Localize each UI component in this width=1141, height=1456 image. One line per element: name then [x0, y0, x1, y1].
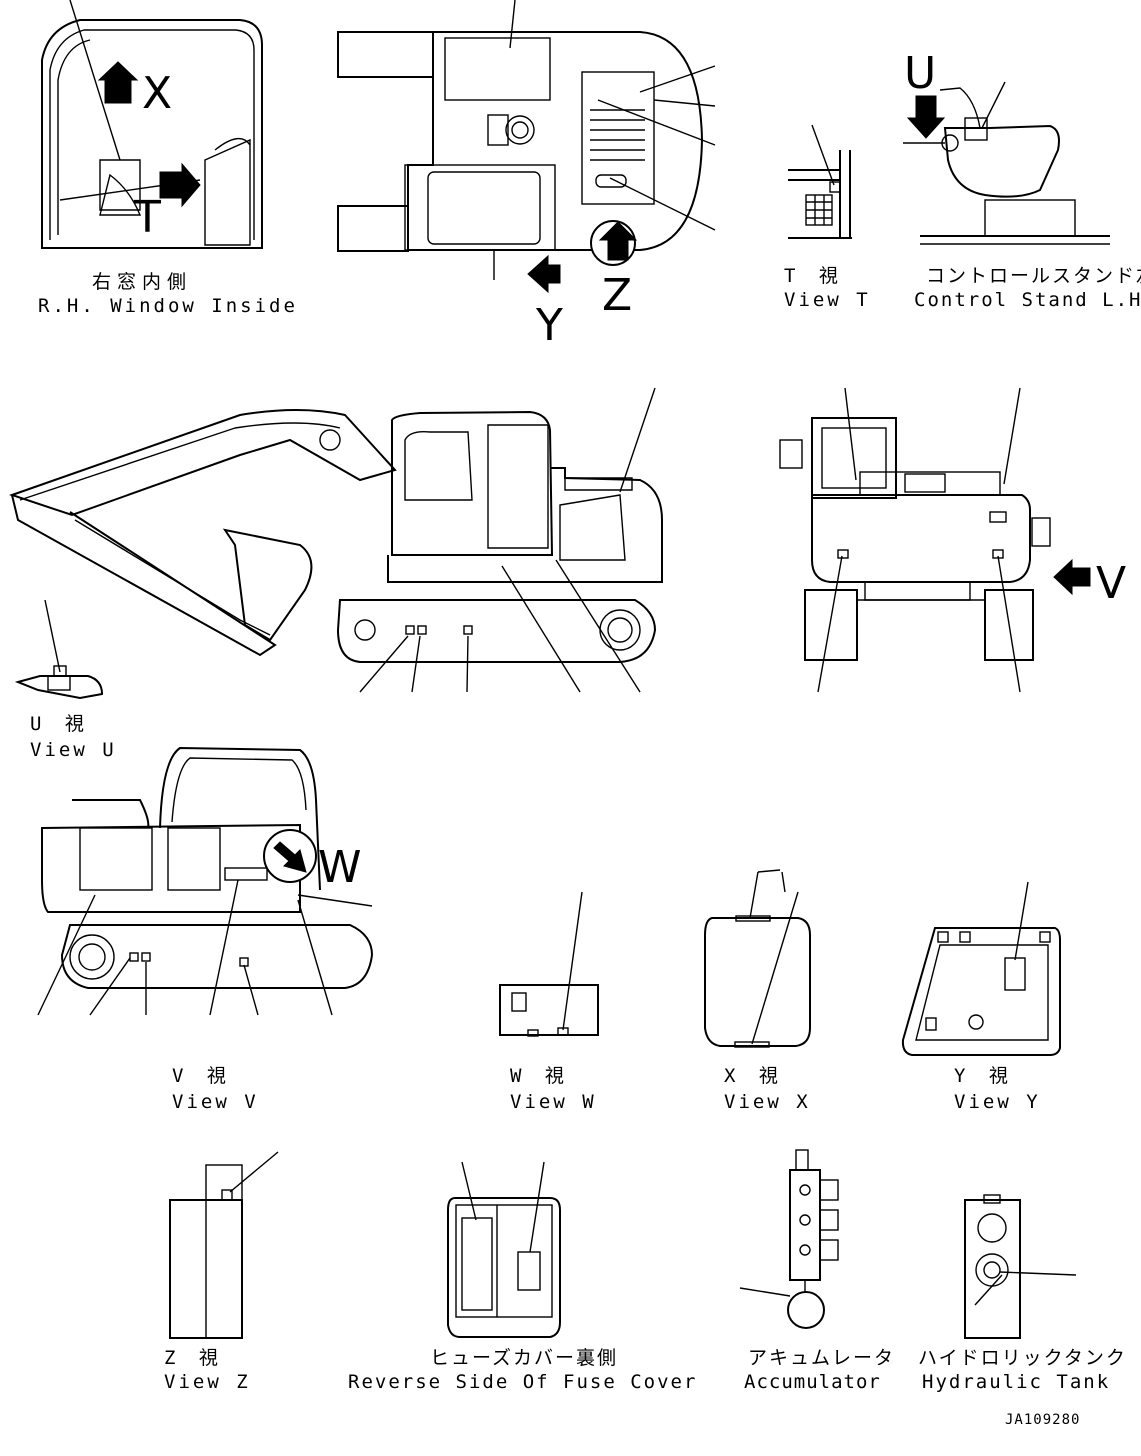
rh-window-en-label: R.H. Window Inside — [38, 295, 298, 317]
control-stand-lh: U コントロールスタンド左 Control Stand L.H. — [903, 48, 1141, 311]
letter-z: Z — [602, 270, 632, 321]
fuse-cover-reverse: ヒューズカバー裏側 Reverse Side Of Fuse Cover — [348, 1161, 697, 1393]
view-y-jp-label: Y 視 — [954, 1065, 1014, 1087]
rh-window-jp-label: 右窓内側 — [92, 271, 192, 293]
view-u-jp-label: U 視 — [30, 713, 90, 735]
letter-t: T — [133, 192, 161, 243]
arrow-x-icon — [97, 61, 139, 104]
view-u-en-label: View U — [30, 739, 117, 761]
letter-w: W — [318, 842, 362, 893]
letter-x: X — [142, 68, 172, 119]
hydraulic-tank: ハイドロリックタンク Hydraulic Tank — [918, 1194, 1127, 1393]
top-plan-view: Y Z — [337, 0, 716, 351]
arrow-w-icon — [273, 841, 307, 873]
arrow-t-icon — [159, 162, 201, 208]
drawing-code: JA109280 — [1005, 1412, 1080, 1428]
excavator-rear-view: V — [779, 387, 1126, 693]
accumulator-en-label: Accumulator — [744, 1371, 881, 1393]
view-v: W V 視 View V — [37, 746, 374, 1113]
letter-u: U — [904, 48, 936, 99]
arrow-y-icon — [527, 254, 561, 294]
view-v-jp-label: V 視 — [172, 1065, 232, 1087]
control-stand-jp-label: コントロールスタンド左 — [926, 265, 1141, 287]
view-w-en-label: View W — [510, 1091, 597, 1113]
hydraulic-tank-jp-label: ハイドロリックタンク — [918, 1347, 1127, 1369]
view-t: T 視 View T — [784, 124, 871, 311]
view-y-en-label: View Y — [954, 1091, 1041, 1113]
view-z-jp-label: Z 視 — [164, 1347, 224, 1369]
letter-v: V — [1096, 558, 1126, 609]
arrow-v-icon — [1053, 558, 1091, 596]
accumulator: アキュムレータ Accumulator — [739, 1149, 895, 1393]
accumulator-jp-label: アキュムレータ — [748, 1347, 895, 1369]
fuse-cover-en-label: Reverse Side Of Fuse Cover — [348, 1371, 697, 1393]
view-t-en-label: View T — [784, 289, 871, 311]
arrow-u-icon — [906, 95, 946, 139]
view-x-en-label: View X — [724, 1091, 811, 1113]
rh-window-inside-view: X T 右窓内側 R.H. Window Inside — [38, 0, 298, 317]
view-w-jp-label: W 視 — [510, 1065, 570, 1087]
view-x: X 視 View X — [704, 869, 811, 1113]
view-w: W 視 View W — [499, 891, 599, 1113]
excavator-left-side — [8, 387, 663, 693]
control-stand-en-label: Control Stand L.H. — [914, 289, 1141, 311]
fuse-cover-jp-label: ヒューズカバー裏側 — [430, 1347, 618, 1369]
view-u: U 視 View U — [14, 599, 117, 761]
view-z: Z 視 View Z — [164, 1151, 279, 1393]
view-t-jp-label: T 視 — [784, 265, 844, 287]
view-y: Y 視 View Y — [901, 881, 1061, 1113]
view-v-en-label: View V — [172, 1091, 259, 1113]
hydraulic-tank-en-label: Hydraulic Tank — [922, 1371, 1110, 1393]
letter-y: Y — [535, 300, 563, 351]
arrow-z-icon — [598, 221, 638, 261]
view-z-en-label: View Z — [164, 1371, 251, 1393]
view-x-jp-label: X 視 — [724, 1065, 784, 1087]
